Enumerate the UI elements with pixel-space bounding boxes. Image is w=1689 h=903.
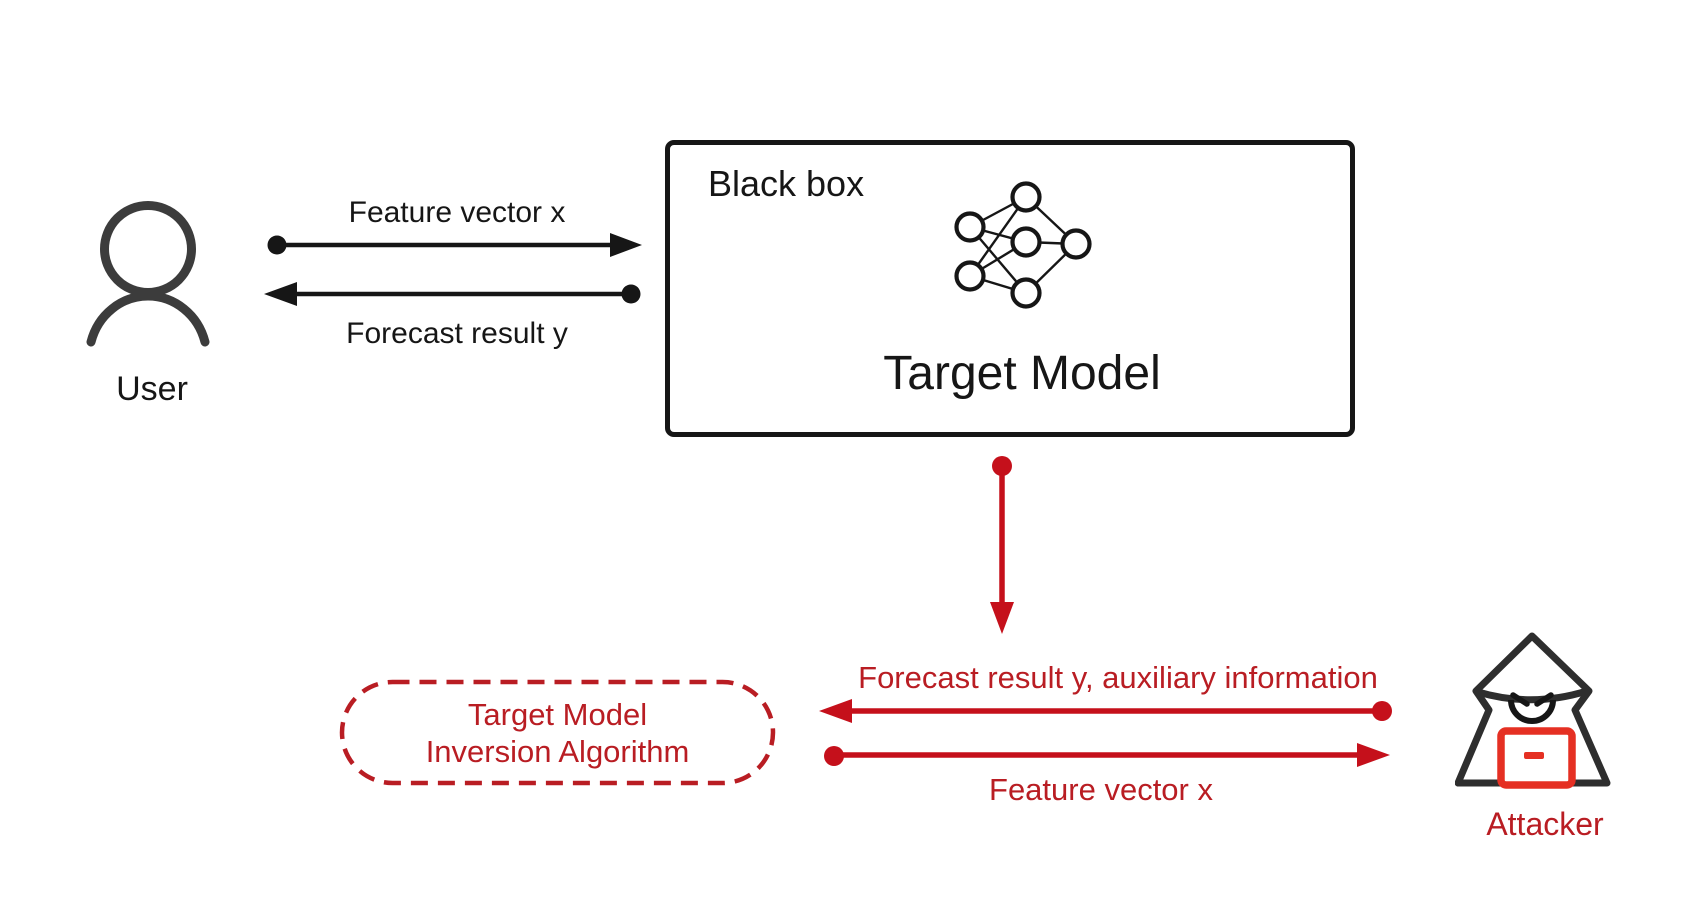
- attacker-icon: [1455, 632, 1611, 789]
- laptop-icon: [1497, 727, 1576, 789]
- target-model-title: Target Model: [883, 347, 1161, 400]
- attacker-query-arrow: [824, 743, 1390, 767]
- attacker-leak-arrow: [819, 699, 1392, 723]
- user-request-arrow: [267, 233, 642, 257]
- attacker-query-arrow-label: Feature vector x: [989, 772, 1213, 807]
- attacker-label: Attacker: [1486, 806, 1604, 842]
- user-request-arrow-label: Feature vector x: [348, 196, 566, 229]
- model-leak-down-arrow: [990, 456, 1014, 634]
- attacker-face: [1508, 699, 1556, 724]
- attacker-leak-arrow-label: Forecast result y, auxiliary information: [858, 660, 1378, 695]
- neural-network-icon: [954, 181, 1092, 309]
- user-response-arrow: [264, 282, 641, 306]
- user-response-arrow-label: Forecast result y: [346, 317, 568, 350]
- user-label: User: [116, 370, 188, 408]
- hood-brim: [1474, 687, 1591, 704]
- inversion-box-line1: Target Model: [467, 696, 648, 732]
- black-box-tag: Black box: [708, 163, 865, 204]
- inversion-box-border: [339, 679, 776, 786]
- attacker-eyes: [1510, 692, 1554, 707]
- user-icon: [86, 201, 210, 347]
- inversion-box-line2: Inversion Algorithm: [425, 733, 690, 769]
- inversion-algorithm-box: Target Model Inversion Algorithm: [342, 682, 773, 783]
